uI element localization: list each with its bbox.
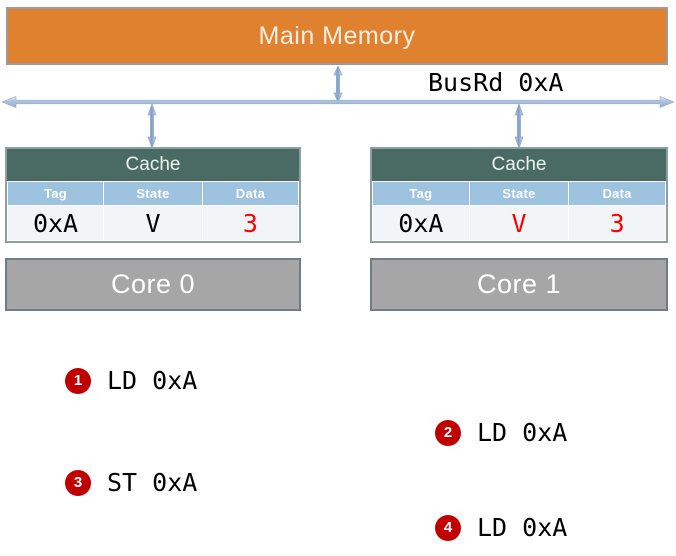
cache1-state-value: V xyxy=(468,205,570,241)
step-2-text: LD 0xA xyxy=(477,418,568,447)
step-item-1: 1 LD 0xA xyxy=(65,366,197,395)
bus-to-cache0-connector-icon xyxy=(145,102,159,150)
core1-label: Core 1 xyxy=(476,269,562,299)
step-item-2: 2 LD 0xA xyxy=(435,418,567,447)
core0-label: Core 0 xyxy=(110,269,196,299)
cache0-data-value: 3 xyxy=(201,205,300,241)
step-item-3: 3 ST 0xA xyxy=(65,468,197,497)
cache1-col-data: Data xyxy=(568,181,666,206)
core-block-0: Core 0 xyxy=(5,258,301,311)
step-4-badge: 4 xyxy=(435,514,461,541)
cache0-col-data: Data xyxy=(201,181,300,206)
cache0-col-state: State xyxy=(103,181,203,206)
cache0-data-row: 0xA V 3 xyxy=(6,205,300,241)
cache1-tag-value: 0xA xyxy=(372,205,470,241)
cache1-data-row: 0xA V 3 xyxy=(372,205,666,241)
cache0-table: Tag State Data 0xA V 3 xyxy=(6,181,300,241)
cache0-tag-value: 0xA xyxy=(6,205,105,241)
step-item-4: 4 LD 0xA xyxy=(435,513,567,542)
cache-block-core1: Cache Tag State Data 0xA V 3 xyxy=(370,147,668,243)
cache1-data-value: 3 xyxy=(568,205,666,241)
step-4-text: LD 0xA xyxy=(477,513,568,542)
cache-block-core0: Cache Tag State Data 0xA V 3 xyxy=(5,147,301,243)
cache1-col-tag: Tag xyxy=(372,181,470,206)
cache1-title: Cache xyxy=(372,149,666,181)
core-block-1: Core 1 xyxy=(370,258,668,311)
cache1-header-row: Tag State Data xyxy=(372,181,666,206)
step-2-badge: 2 xyxy=(435,419,461,446)
bus-transaction-label: BusRd 0xA xyxy=(428,68,564,97)
cache0-state-value: V xyxy=(103,205,203,241)
step-3-text: ST 0xA xyxy=(107,468,198,497)
step-3-badge: 3 xyxy=(65,469,91,496)
cache1-col-state: State xyxy=(468,181,570,206)
step-1-text: LD 0xA xyxy=(107,366,198,395)
shared-bus-arrow-icon xyxy=(1,94,675,110)
main-memory-block: Main Memory xyxy=(6,7,668,65)
step-1-badge: 1 xyxy=(65,367,91,394)
bus-to-cache1-connector-icon xyxy=(512,102,526,150)
cache0-title: Cache xyxy=(7,149,299,181)
cache1-table: Tag State Data 0xA V 3 xyxy=(372,181,666,241)
cache0-header-row: Tag State Data xyxy=(6,181,300,206)
cache0-col-tag: Tag xyxy=(6,181,105,206)
main-memory-label: Main Memory xyxy=(258,21,416,50)
